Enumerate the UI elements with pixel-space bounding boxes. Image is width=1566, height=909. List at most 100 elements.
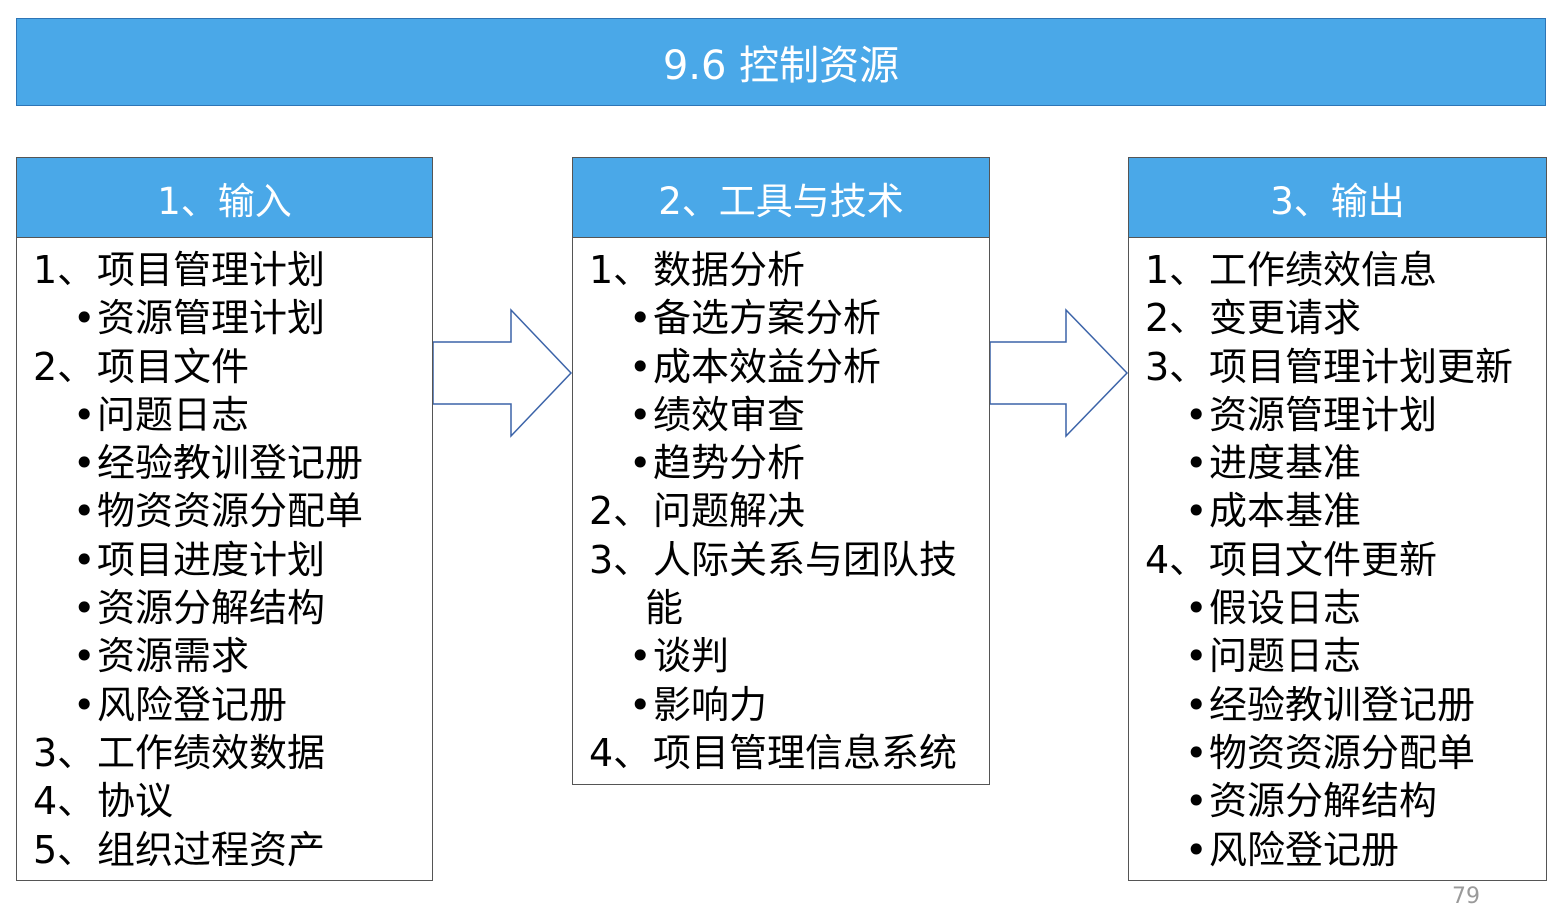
item-text: 经验教训登记册	[97, 441, 364, 486]
list-item: 1、工作绩效信息	[1145, 246, 1546, 294]
list-item: •影响力	[589, 681, 989, 729]
item-number: 3、	[33, 730, 96, 775]
list-item: •风险登记册	[1145, 826, 1546, 874]
item-text: 资源分解结构	[1209, 779, 1438, 824]
bullet-icon: •	[73, 537, 96, 582]
bullet-icon: •	[629, 634, 652, 679]
item-text: 协议	[97, 779, 174, 824]
arrow-inputs-to-tools	[433, 308, 573, 438]
list-item: •物资资源分配单	[33, 487, 432, 535]
item-text: 问题日志	[97, 392, 250, 437]
item-number: 2、	[1145, 296, 1208, 341]
list-item: •经验教训登记册	[1145, 681, 1546, 729]
list-item: 4、项目管理信息系统	[589, 729, 989, 777]
item-text: 组织过程资产	[97, 827, 326, 872]
bullet-icon: •	[73, 634, 96, 679]
item-text: 项目文件更新	[1209, 537, 1438, 582]
item-text: 进度基准	[1209, 441, 1362, 486]
item-text: 资源需求	[97, 634, 250, 679]
inputs-header-text: 1、输入	[157, 179, 292, 223]
item-text: 变更请求	[1209, 296, 1362, 341]
item-text: 谈判	[653, 634, 730, 679]
list-item: 1、项目管理计划	[33, 246, 432, 294]
bullet-icon: •	[1185, 392, 1208, 437]
item-text: 项目管理信息系统	[653, 730, 958, 775]
bullet-icon: •	[73, 441, 96, 486]
bullet-icon: •	[1185, 827, 1208, 872]
list-item: •资源分解结构	[33, 584, 432, 632]
item-text: 工作绩效信息	[1209, 248, 1438, 292]
item-text: 资源管理计划	[97, 296, 326, 341]
item-text: 项目文件	[97, 344, 250, 389]
tools-header: 2、工具与技术	[573, 158, 989, 238]
item-text: 成本效益分析	[653, 344, 882, 389]
bullet-icon: •	[1185, 634, 1208, 679]
list-item: •物资资源分配单	[1145, 729, 1546, 777]
item-number: 2、	[33, 344, 96, 389]
list-item: •资源需求	[33, 632, 432, 680]
list-item: 3、项目管理计划更新	[1145, 343, 1546, 391]
bullet-icon: •	[1185, 586, 1208, 631]
item-number: 4、	[1145, 537, 1208, 582]
list-item: •进度基准	[1145, 439, 1546, 487]
list-item: •资源管理计划	[1145, 391, 1546, 439]
list-item: •趋势分析	[589, 439, 989, 487]
item-text: 成本基准	[1209, 489, 1362, 534]
item-number: 3、	[1145, 344, 1208, 389]
list-item: •经验教训登记册	[33, 439, 432, 487]
item-number: 1、	[33, 248, 96, 292]
bullet-icon: •	[73, 296, 96, 341]
inputs-header: 1、输入	[17, 158, 432, 238]
item-number: 4、	[33, 779, 96, 824]
list-item: •成本效益分析	[589, 343, 989, 391]
tools-header-text: 2、工具与技术	[658, 179, 904, 223]
item-text: 项目进度计划	[97, 537, 326, 582]
bullet-icon: •	[629, 344, 652, 389]
bullet-icon: •	[1185, 489, 1208, 534]
page-number: 79	[1452, 884, 1480, 909]
list-item: •备选方案分析	[589, 294, 989, 342]
outputs-header: 3、输出	[1129, 158, 1546, 238]
list-item: 4、项目文件更新	[1145, 536, 1546, 584]
list-item: 能	[589, 584, 989, 632]
bullet-icon: •	[1185, 682, 1208, 727]
item-text: 人际关系与团队技	[653, 537, 958, 582]
arrow-tools-to-outputs	[990, 308, 1129, 438]
list-item: •资源管理计划	[33, 294, 432, 342]
item-number: 5、	[33, 827, 96, 872]
list-item: 2、变更请求	[1145, 294, 1546, 342]
item-text: 数据分析	[653, 248, 806, 292]
item-text: 物资资源分配单	[97, 489, 364, 534]
list-item: 1、数据分析	[589, 246, 989, 294]
item-text: 备选方案分析	[653, 296, 882, 341]
item-text: 能	[645, 586, 684, 631]
item-text: 项目管理计划	[97, 248, 326, 292]
bullet-icon: •	[629, 682, 652, 727]
item-text: 问题日志	[1209, 634, 1362, 679]
list-item: •谈判	[589, 632, 989, 680]
item-text: 风险登记册	[97, 682, 288, 727]
bullet-icon: •	[629, 392, 652, 437]
item-number: 1、	[589, 248, 652, 292]
bullet-icon: •	[1185, 441, 1208, 486]
item-number: 3、	[589, 537, 652, 582]
list-item: 5、组织过程资产	[33, 826, 432, 874]
item-text: 资源管理计划	[1209, 392, 1438, 437]
bullet-icon: •	[1185, 779, 1208, 824]
outputs-header-text: 3、输出	[1270, 179, 1405, 223]
item-text: 工作绩效数据	[97, 730, 326, 775]
item-text: 资源分解结构	[97, 586, 326, 631]
bullet-icon: •	[73, 489, 96, 534]
list-item: 3、工作绩效数据	[33, 729, 432, 777]
list-item: •问题日志	[33, 391, 432, 439]
list-item: •绩效审查	[589, 391, 989, 439]
list-item: •资源分解结构	[1145, 777, 1546, 825]
item-text: 假设日志	[1209, 586, 1362, 631]
page-title: 9.6 控制资源	[16, 18, 1546, 106]
